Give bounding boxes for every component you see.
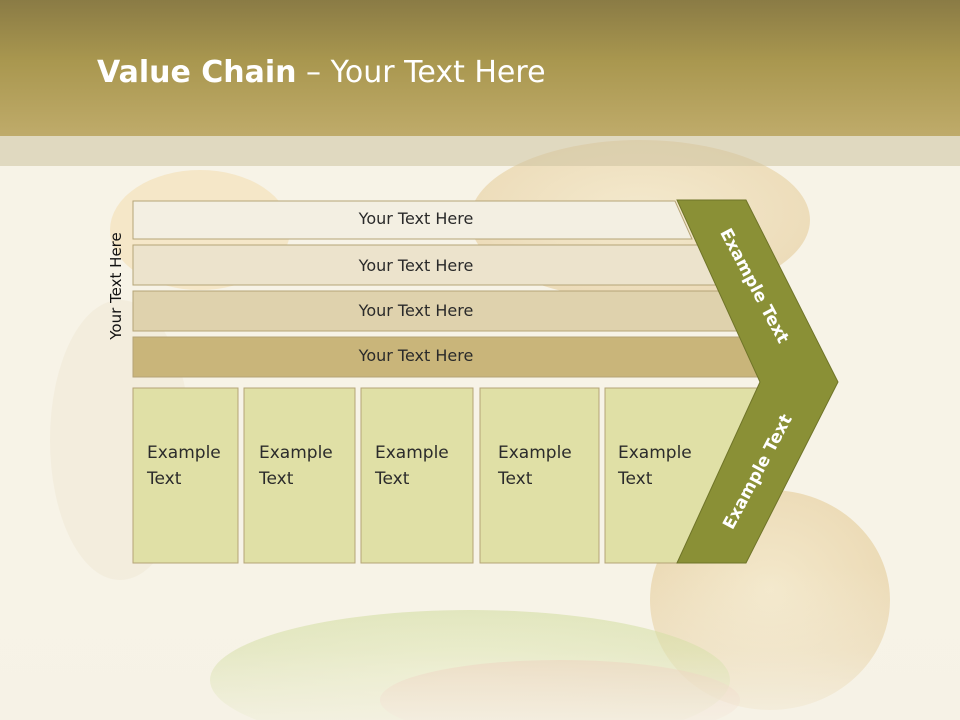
column-3-line2: Text <box>375 469 410 489</box>
column-5-line1: Example <box>618 443 692 463</box>
title-rest: – Your Text Here <box>296 55 546 90</box>
column-1-shape <box>132 387 239 564</box>
column-4-line1: Example <box>498 443 572 463</box>
band-4-label: Your Text Here <box>358 346 474 365</box>
column-4-line2: Text <box>498 469 533 489</box>
column-3-shape <box>360 387 474 564</box>
chevron-shape <box>676 199 839 564</box>
column-2-shape <box>243 387 356 564</box>
title-bar-strip <box>0 136 960 166</box>
page-title: Value Chain – Your Text Here <box>97 53 546 93</box>
band-1-shape <box>132 200 693 240</box>
column-5-line2: Text <box>618 469 653 489</box>
column-1-line2: Text <box>147 469 182 489</box>
column-2-line1: Example <box>259 443 333 463</box>
column-3-line1: Example <box>375 443 449 463</box>
title-bar <box>0 0 960 136</box>
band-3-label: Your Text Here <box>358 301 474 320</box>
band-1-label: Your Text Here <box>358 209 474 228</box>
column-4-shape <box>479 387 600 564</box>
title-bold: Value Chain <box>97 55 297 90</box>
band-2-label: Your Text Here <box>358 256 474 275</box>
column-2-line2: Text <box>259 469 294 489</box>
reflection-fade <box>0 566 960 720</box>
column-1-line1: Example <box>147 443 221 463</box>
